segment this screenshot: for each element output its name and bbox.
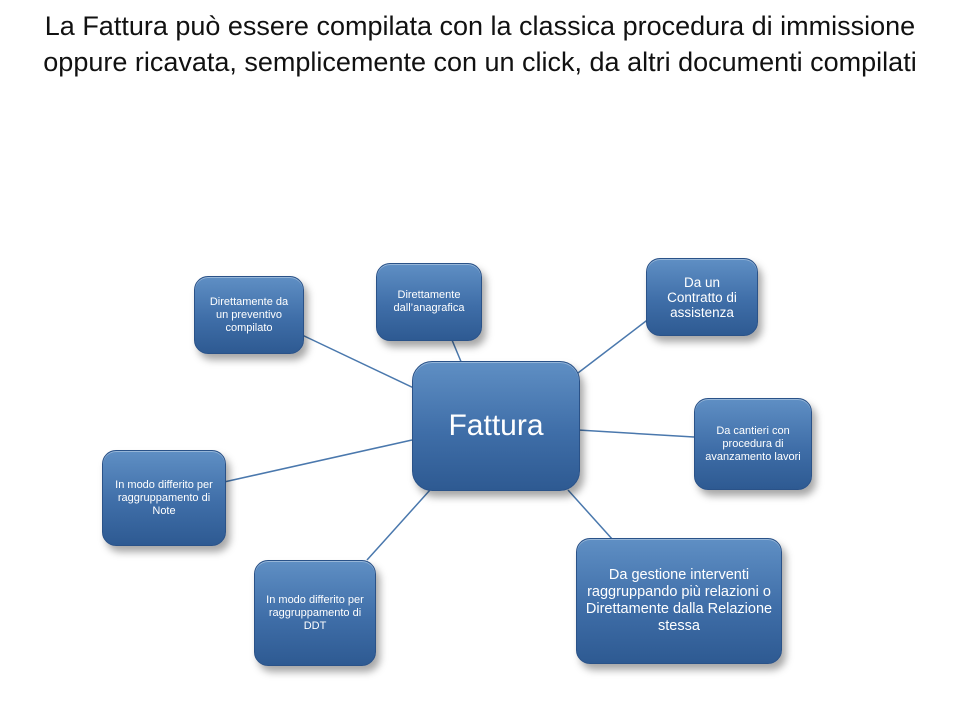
node-ddt: In modo differito per raggruppamento di … (254, 560, 376, 666)
node-preventivo: Direttamente da un preventivo compilato (194, 276, 304, 354)
node-interventi-label: Da gestione interventi raggruppando più … (585, 567, 773, 634)
connector-note (223, 439, 413, 483)
node-anagrafica-label: Direttamente dall’anagrafica (393, 289, 465, 314)
node-preventivo-label: Direttamente da un preventivo compilato (209, 295, 289, 334)
node-anagrafica: Direttamente dall’anagrafica (376, 263, 482, 341)
node-interventi: Da gestione interventi raggruppando più … (576, 538, 782, 664)
node-note: In modo differito per raggruppamento di … (102, 450, 226, 546)
node-fattura: Fattura (412, 361, 580, 491)
connector-contratto (573, 317, 651, 377)
connector-preventivo (299, 333, 419, 391)
connector-anagrafica (451, 339, 463, 365)
node-cantieri-label: Da cantieri con procedura di avanzamento… (705, 424, 801, 463)
node-ddt-label: In modo differito per raggruppamento di … (266, 593, 364, 632)
node-note-label: In modo differito per raggruppamento di … (115, 478, 213, 517)
node-cantieri: Da cantieri con procedura di avanzamento… (694, 398, 812, 490)
connector-ddt (366, 489, 431, 561)
node-contratto: Da un Contratto di assistenza (646, 258, 758, 336)
connector-cantieri (577, 429, 695, 438)
slide-title: La Fattura può essere compilata con la c… (43, 11, 917, 77)
node-contratto-label: Da un Contratto di assistenza (667, 274, 737, 320)
connector-interventi (567, 489, 614, 541)
node-fattura-label: Fattura (448, 409, 544, 442)
